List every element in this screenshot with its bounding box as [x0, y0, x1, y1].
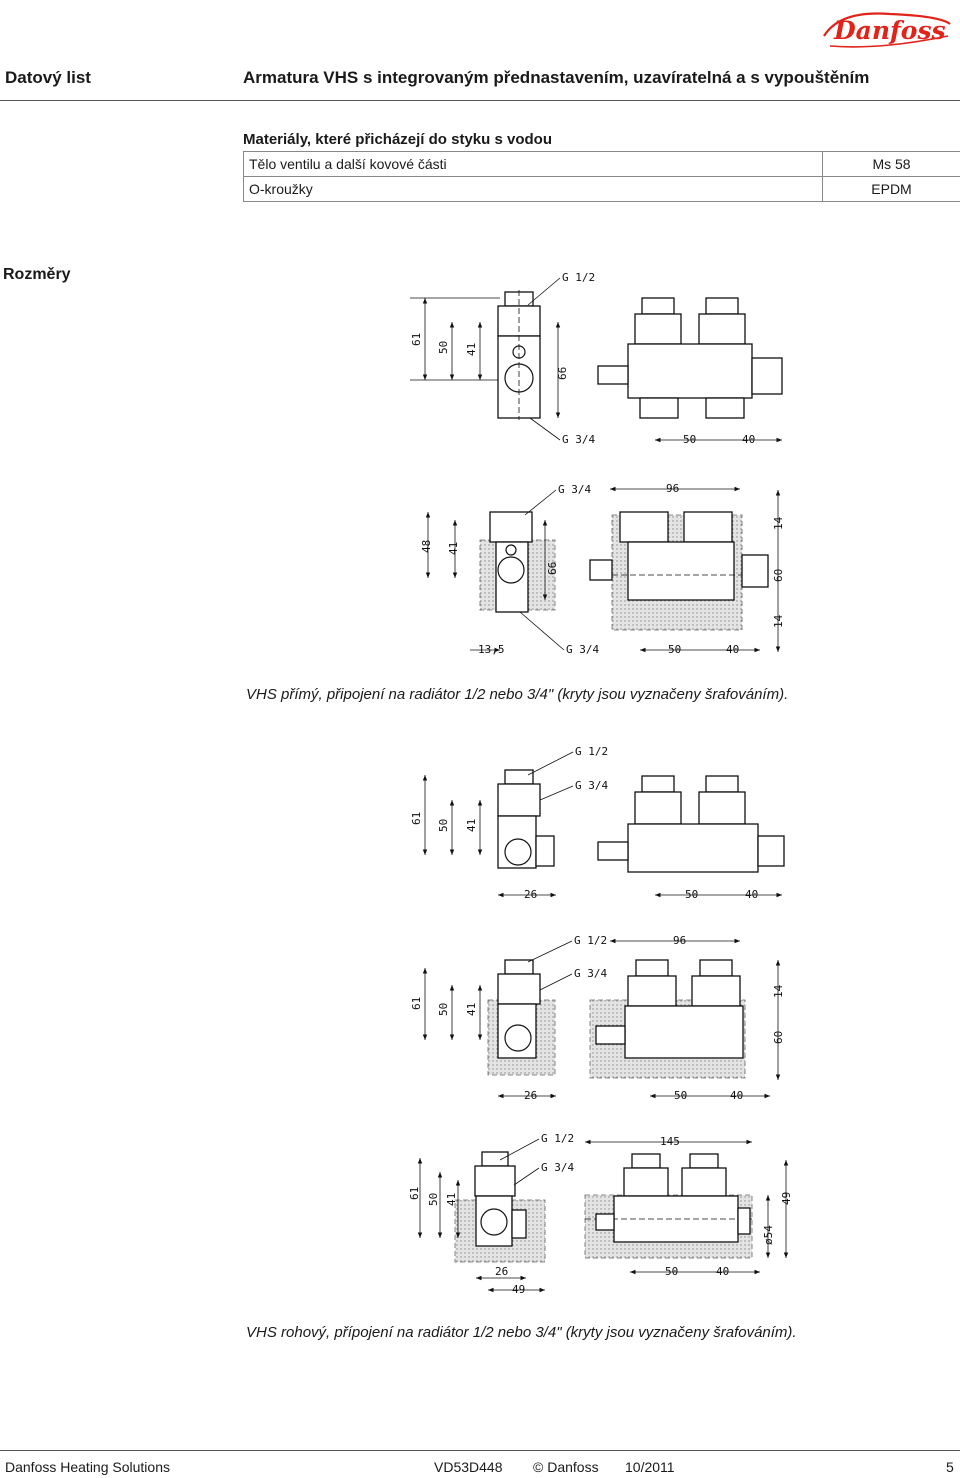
- dim-145: 145: [660, 1135, 680, 1148]
- dim-50: 50: [427, 1193, 440, 1206]
- dim-60: 60: [772, 569, 785, 582]
- thread-label: G 1/2: [574, 934, 607, 947]
- dim-50: 50: [685, 888, 698, 901]
- dim-26: 26: [495, 1265, 508, 1278]
- thread-label: G 1/2: [541, 1132, 574, 1145]
- dim-61: 61: [410, 333, 423, 346]
- materials-table: Tělo ventilu a další kovové části Ms 58 …: [243, 151, 960, 202]
- dim-50: 50: [668, 643, 681, 656]
- dim-50: 50: [683, 433, 696, 446]
- dim-66: 66: [556, 367, 569, 380]
- material-cell: Ms 58: [822, 151, 960, 177]
- drawing-straight-1: 61 50 41 66 G 1/2 G 3/4 50 40: [410, 271, 783, 446]
- material-cell: EPDM: [822, 176, 960, 202]
- caption-angle: VHS rohový, přípojení na radiátor 1/2 ne…: [246, 1324, 797, 1341]
- thread-label: G 3/4: [574, 967, 607, 980]
- thread-label: G 1/2: [575, 745, 608, 758]
- materials-heading: Materiály, které přicházejí do styku s v…: [243, 131, 552, 148]
- dim-96: 96: [666, 482, 679, 495]
- footer-code: VD53D448: [434, 1459, 503, 1475]
- drawing-angle-1: 61 50 41 G 1/2 G 3/4 26 50 40: [410, 745, 785, 901]
- dim-40: 40: [730, 1089, 743, 1102]
- dim-14: 14: [772, 516, 785, 530]
- footer-copyright: © Danfoss: [533, 1459, 599, 1475]
- dim-26: 26: [524, 1089, 537, 1102]
- drawing-angle-3: 61 50 41 G 1/2 G 3/4 145 ø54 49 26 49 50…: [408, 1132, 793, 1296]
- drawing-angle-2: 61 50 41 G 1/2 G 3/4 96 14 60 26 50 40: [410, 934, 785, 1102]
- footer-rule: [0, 1450, 960, 1451]
- dim-50: 50: [674, 1089, 687, 1102]
- dim-41: 41: [465, 819, 478, 832]
- dim-50: 50: [665, 1265, 678, 1278]
- danfoss-logo: Danfoss: [823, 12, 951, 48]
- dim-41: 41: [447, 542, 460, 555]
- dim-40: 40: [745, 888, 758, 901]
- dim-49: 49: [780, 1192, 793, 1205]
- dim-13-5: 13,5: [478, 643, 505, 656]
- dim-41: 41: [465, 343, 478, 356]
- thread-label: G 1/2: [562, 271, 595, 284]
- dim-40: 40: [726, 643, 739, 656]
- document-title: Armatura VHS s integrovaným přednastaven…: [243, 68, 870, 87]
- dim-14: 14: [772, 984, 785, 998]
- footer-company: Danfoss Heating Solutions: [5, 1459, 170, 1475]
- dim-26: 26: [524, 888, 537, 901]
- header-rule: [0, 100, 960, 101]
- dim-60: 60: [772, 1031, 785, 1044]
- caption-straight: VHS přímý, připojení na radiátor 1/2 neb…: [246, 686, 789, 703]
- dim-50: 50: [437, 819, 450, 832]
- dim-48: 48: [420, 540, 433, 553]
- drawing-straight-2: 48 41 66 G 3/4 G 3/4 13,5 96 14 60 14 50…: [420, 482, 785, 656]
- dim-14: 14: [772, 614, 785, 628]
- document-type: Datový list: [5, 68, 91, 87]
- dim-50: 50: [437, 341, 450, 354]
- dim-61: 61: [410, 812, 423, 825]
- dim-54: ø54: [762, 1225, 775, 1245]
- dimensions-title: Rozměry: [3, 266, 71, 283]
- dim-61: 61: [410, 997, 423, 1010]
- thread-label: G 3/4: [575, 779, 608, 792]
- thread-label: G 3/4: [562, 433, 595, 446]
- thread-label: G 3/4: [541, 1161, 574, 1174]
- dim-41: 41: [445, 1193, 458, 1206]
- thread-label: G 3/4: [558, 483, 591, 496]
- dim-66: 66: [546, 562, 559, 575]
- dim-40: 40: [742, 433, 755, 446]
- thread-label: G 3/4: [566, 643, 599, 656]
- dim-50: 50: [437, 1003, 450, 1016]
- table-row: O-kroužky EPDM: [243, 176, 960, 202]
- dim-96: 96: [673, 934, 686, 947]
- footer-date: 10/2011: [625, 1459, 675, 1475]
- svg-text:Danfoss: Danfoss: [833, 16, 946, 45]
- dim-40: 40: [716, 1265, 729, 1278]
- page-number: 5: [946, 1459, 954, 1475]
- dim-41: 41: [465, 1003, 478, 1016]
- dim-49: 49: [512, 1283, 525, 1296]
- dim-61: 61: [408, 1187, 421, 1200]
